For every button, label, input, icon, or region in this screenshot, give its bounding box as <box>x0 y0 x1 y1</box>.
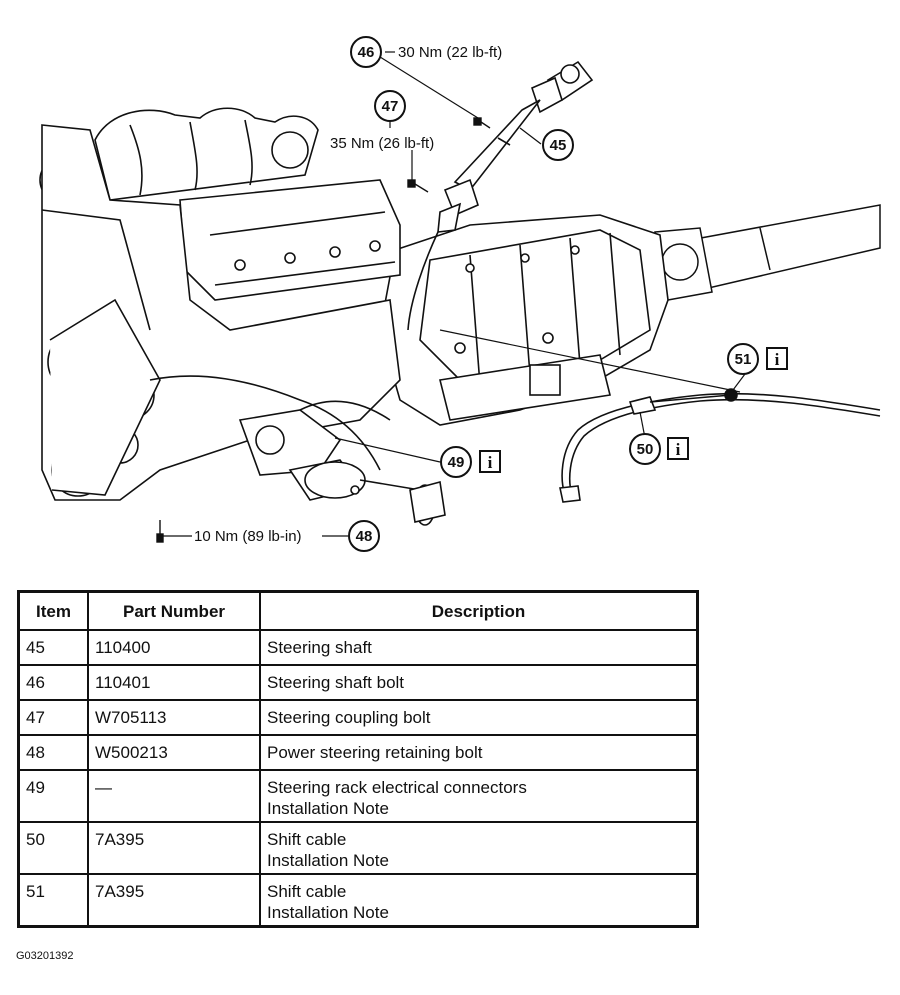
callout-number: 49 <box>448 454 465 471</box>
part-number-cell: 7A395 <box>87 821 261 875</box>
description-cell: Shift cable Installation Note <box>259 821 699 875</box>
item-cell: 48 <box>17 734 89 771</box>
info-icon <box>479 450 501 473</box>
parts-table: Item Part Number Description 45 110400 S… <box>17 590 699 928</box>
callout-number: 47 <box>382 98 399 115</box>
callout-45: 45 <box>542 129 574 161</box>
item-cell: 47 <box>17 699 89 736</box>
callout-49: 49 i <box>440 446 501 478</box>
description-cell: Steering shaft <box>259 629 699 666</box>
header-description: Description <box>259 590 699 631</box>
info-icon-glyph: i <box>775 350 780 369</box>
table-row: 45 110400 Steering shaft <box>17 629 699 666</box>
part-number-cell: 110400 <box>87 629 261 666</box>
description-cell: Power steering retaining bolt <box>259 734 699 771</box>
shift-cable <box>559 388 881 503</box>
info-icon <box>667 437 689 460</box>
engine <box>39 107 401 501</box>
callout-47: 47 35 Nm (26 lb-ft) <box>330 90 434 152</box>
item-cell: 50 <box>17 821 89 875</box>
item-cell: 49 <box>17 769 89 823</box>
steering-shaft <box>407 60 594 331</box>
description-line: Shift cable <box>267 882 347 901</box>
callout-number: 51 <box>735 351 752 368</box>
part-number-cell: 7A395 <box>87 873 261 928</box>
callout-48: 10 Nm (89 lb-in) 48 <box>194 520 380 552</box>
callout-number: 45 <box>550 137 567 154</box>
installation-note-link[interactable]: Installation Note <box>267 851 389 870</box>
table-row: 49 — Steering rack electrical connectors… <box>17 769 699 823</box>
callout-51: 51 i <box>727 343 788 375</box>
installation-note-link[interactable]: Installation Note <box>267 799 389 818</box>
figure-code: G03201392 <box>16 950 74 962</box>
torque-spec: 35 Nm (26 lb-ft) <box>330 135 434 152</box>
callout-46: 46 30 Nm (22 lb-ft) <box>350 36 502 68</box>
part-number-cell: — <box>87 769 261 823</box>
table-row: 47 W705113 Steering coupling bolt <box>17 699 699 736</box>
item-cell: 46 <box>17 664 89 701</box>
part-number-cell: W705113 <box>87 699 261 736</box>
info-icon-glyph: i <box>676 440 681 459</box>
steering-rack <box>288 459 446 526</box>
transmission <box>379 214 669 426</box>
description-line: Steering rack electrical connectors <box>267 778 527 797</box>
part-number-cell: 110401 <box>87 664 261 701</box>
description-line: Steering shaft <box>267 638 372 657</box>
description-line: Steering coupling bolt <box>267 708 431 727</box>
table-row: 51 7A395 Shift cable Installation Note <box>17 873 699 928</box>
part-number-cell: W500213 <box>87 734 261 771</box>
table-row: 48 W500213 Power steering retaining bolt <box>17 734 699 771</box>
callout-number: 50 <box>637 441 654 458</box>
bolt-46-head <box>473 117 482 126</box>
item-cell: 51 <box>17 873 89 928</box>
description-line: Power steering retaining bolt <box>267 743 483 762</box>
callout-number: 46 <box>358 44 375 61</box>
leader-lines <box>160 51 746 537</box>
info-icon <box>766 347 788 370</box>
item-cell: 45 <box>17 629 89 666</box>
header-item: Item <box>17 590 89 631</box>
description-line: Steering shaft bolt <box>267 673 405 692</box>
table-row: 50 7A395 Shift cable Installation Note <box>17 821 699 875</box>
description-cell: Steering coupling bolt <box>259 699 699 736</box>
installation-note-link[interactable]: Installation Note <box>267 903 389 922</box>
description-cell: Steering shaft bolt <box>259 664 699 701</box>
table-row: 46 110401 Steering shaft bolt <box>17 664 699 701</box>
torque-spec: 30 Nm (22 lb-ft) <box>398 44 502 61</box>
driveshaft <box>654 204 881 301</box>
info-icon-glyph: i <box>488 453 493 472</box>
description-cell: Steering rack electrical connectors Inst… <box>259 769 699 823</box>
description-cell: Shift cable Installation Note <box>259 873 699 928</box>
bolt-48-head <box>156 533 164 543</box>
callout-number: 48 <box>356 528 373 545</box>
callout-50: 50 i <box>629 433 689 465</box>
table-header-row: Item Part Number Description <box>17 590 699 631</box>
header-part-number: Part Number <box>87 590 261 631</box>
torque-spec: 10 Nm (89 lb-in) <box>194 528 302 545</box>
description-line: Shift cable <box>267 830 347 849</box>
exploded-view-illustration: 46 30 Nm (22 lb-ft) 47 35 Nm (26 lb-ft) … <box>39 36 881 552</box>
bolt-47-head <box>407 179 416 188</box>
